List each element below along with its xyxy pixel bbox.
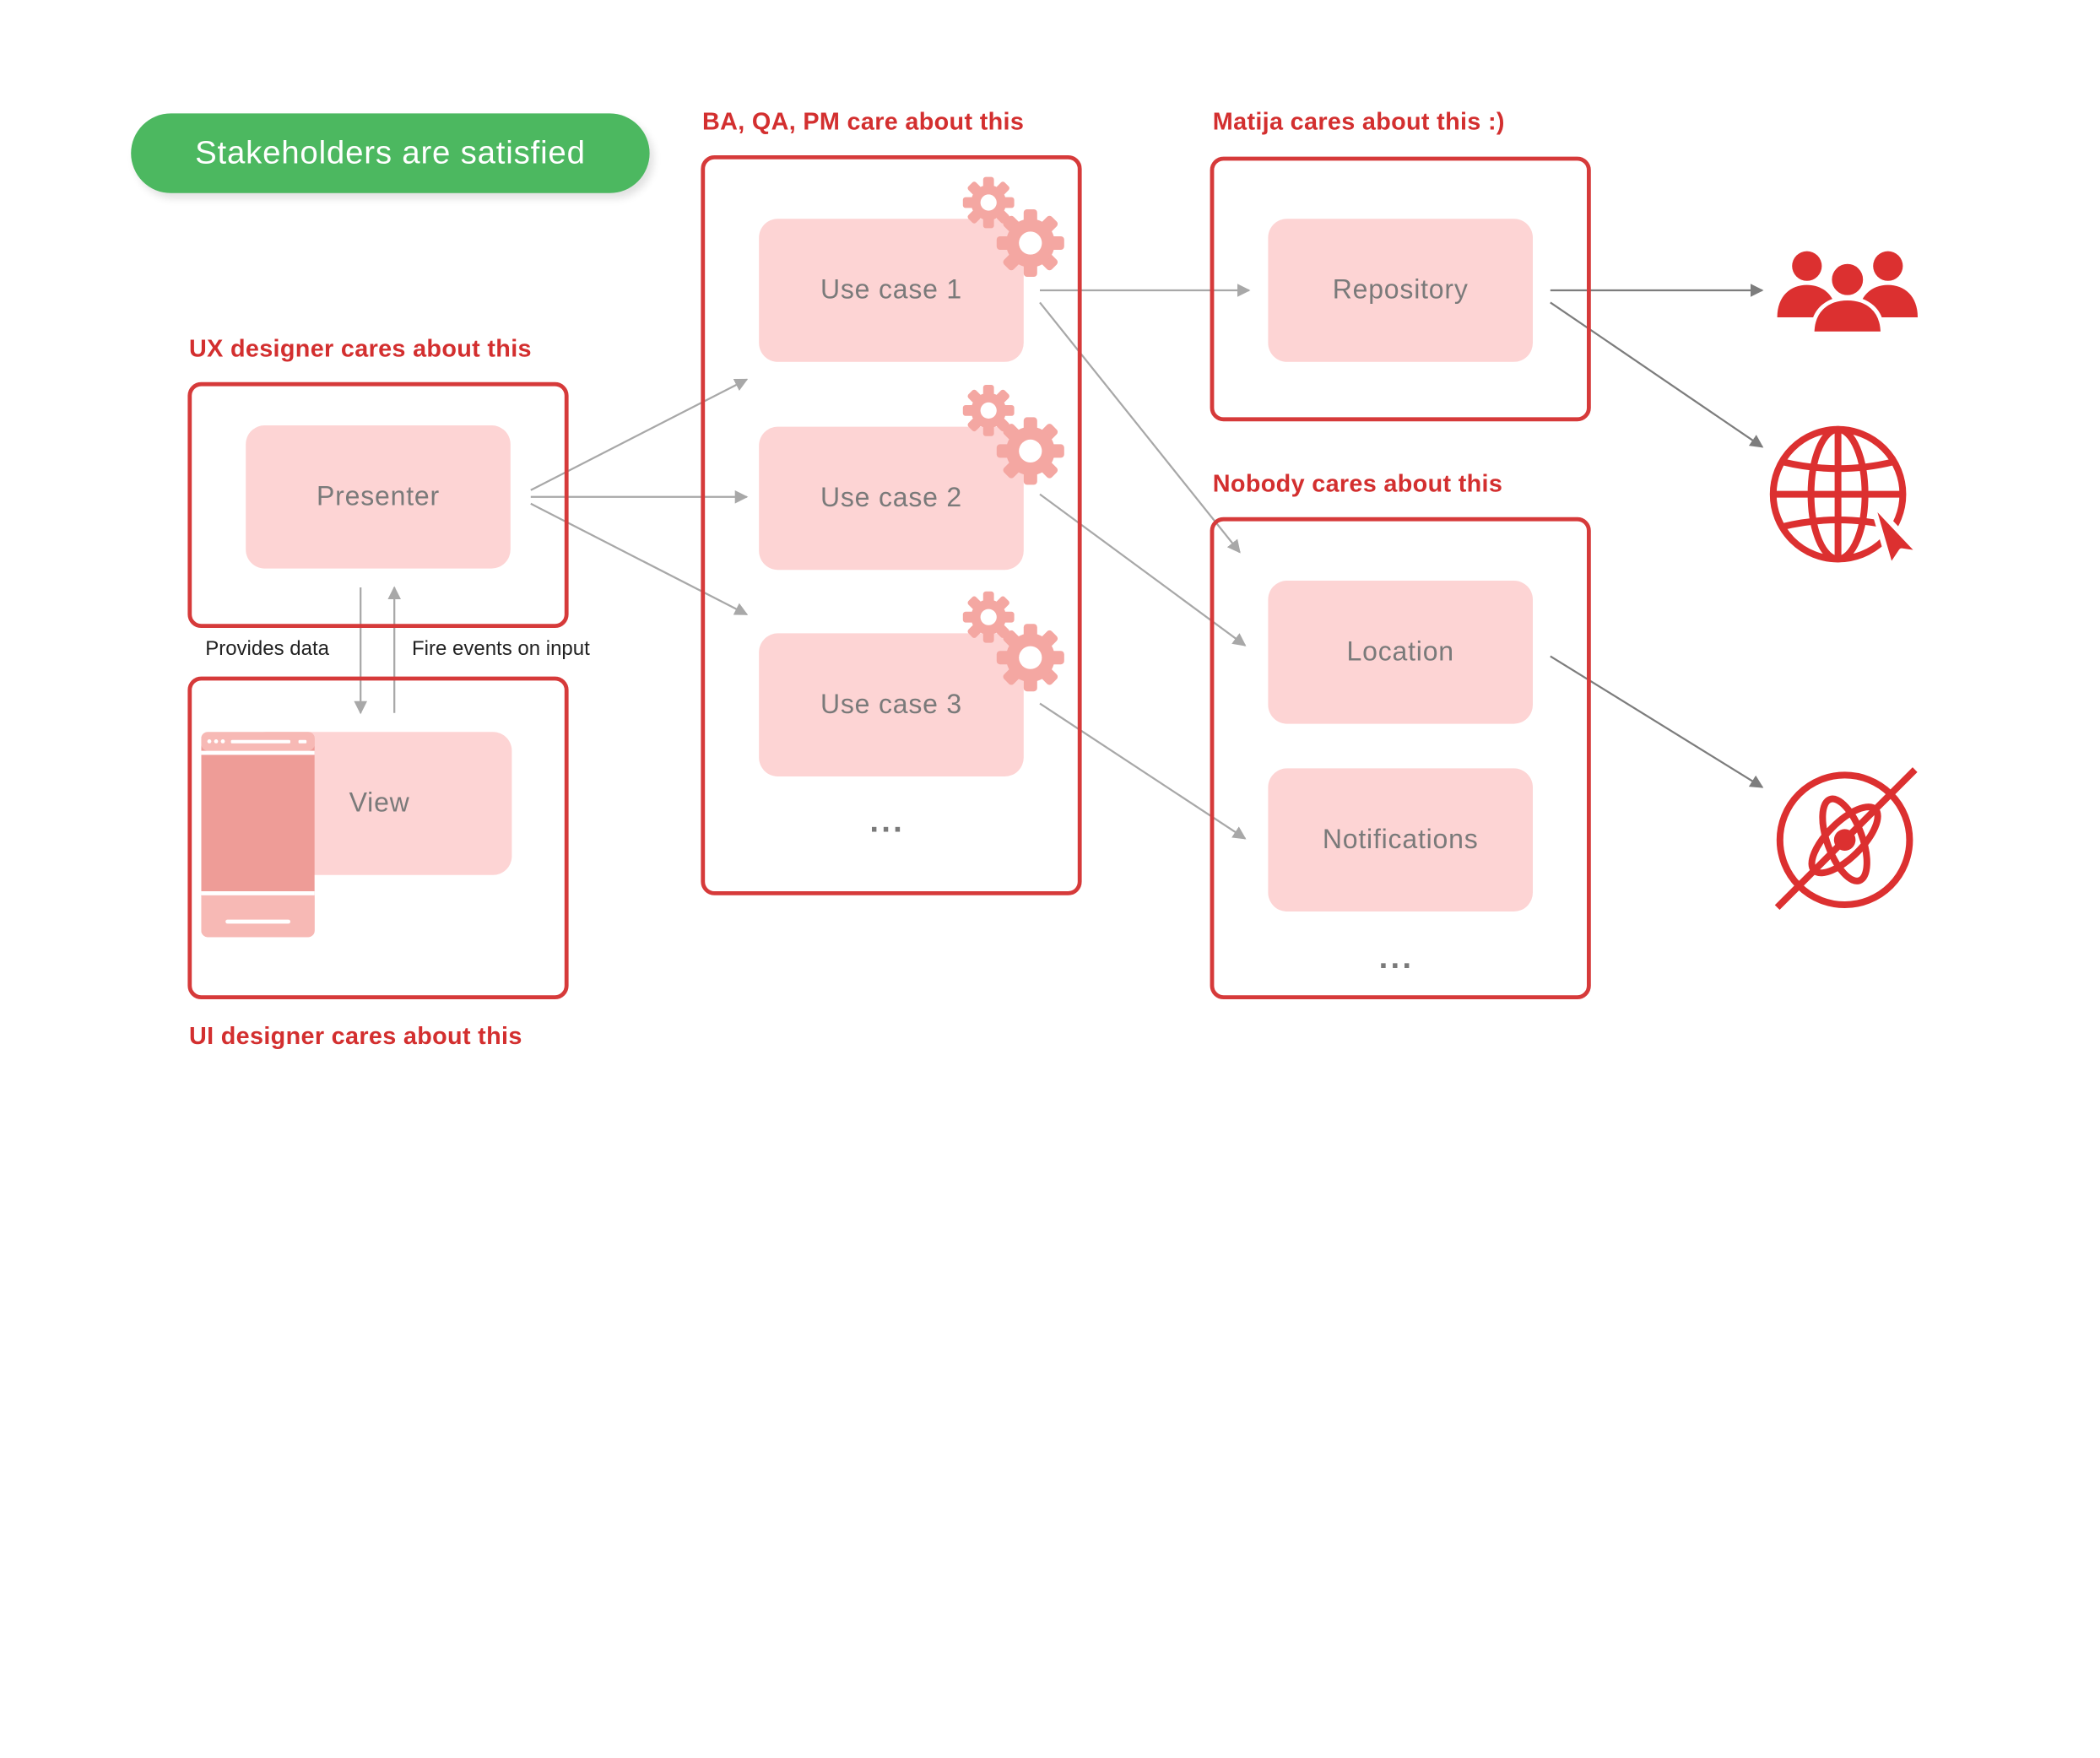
globe-cursor-icon [1769, 425, 1924, 571]
use-cases-ellipsis: ... [869, 803, 906, 841]
repository-node: Repository [1268, 219, 1533, 362]
ba-qa-pm-label: BA, QA, PM care about this [702, 108, 1025, 135]
nobody-label: Nobody cares about this [1212, 469, 1503, 497]
gear-icon [962, 591, 1064, 692]
use-case-3-node: Use case 3 [759, 633, 1024, 776]
users-icon [1777, 251, 1918, 336]
disabled-location-icon [1774, 767, 1918, 911]
provides-data-label: Provides data [205, 637, 329, 661]
view-frame [187, 676, 569, 999]
use-case-2-node: Use case 2 [759, 426, 1024, 571]
data-sources-ellipsis: ... [1378, 939, 1415, 976]
gear-icon [962, 385, 1064, 485]
presenter-frame [187, 381, 569, 628]
notifications-node: Notifications [1268, 768, 1533, 911]
matija-label: Matija cares about this :) [1212, 108, 1505, 135]
gear-icon [962, 176, 1064, 277]
fire-events-label: Fire events on input [412, 637, 590, 661]
phone-mockup-icon [201, 732, 315, 938]
repository-frame [1210, 156, 1591, 422]
use-cases-frame [701, 155, 1082, 895]
arrow-usecase1-location [1039, 301, 1241, 554]
location-node: Location [1268, 581, 1533, 724]
stakeholders-badge: Stakeholders are satisfied [131, 113, 650, 193]
use-case-1-node: Use case 1 [759, 219, 1024, 362]
ux-designer-label: UX designer cares about this [189, 334, 532, 362]
data-sources-frame [1210, 517, 1591, 999]
arrow-location-gps [1550, 655, 1764, 788]
arrow-repository-web [1550, 301, 1764, 448]
ui-designer-label: UI designer cares about this [189, 1022, 522, 1050]
presenter-node: Presenter [246, 425, 511, 569]
